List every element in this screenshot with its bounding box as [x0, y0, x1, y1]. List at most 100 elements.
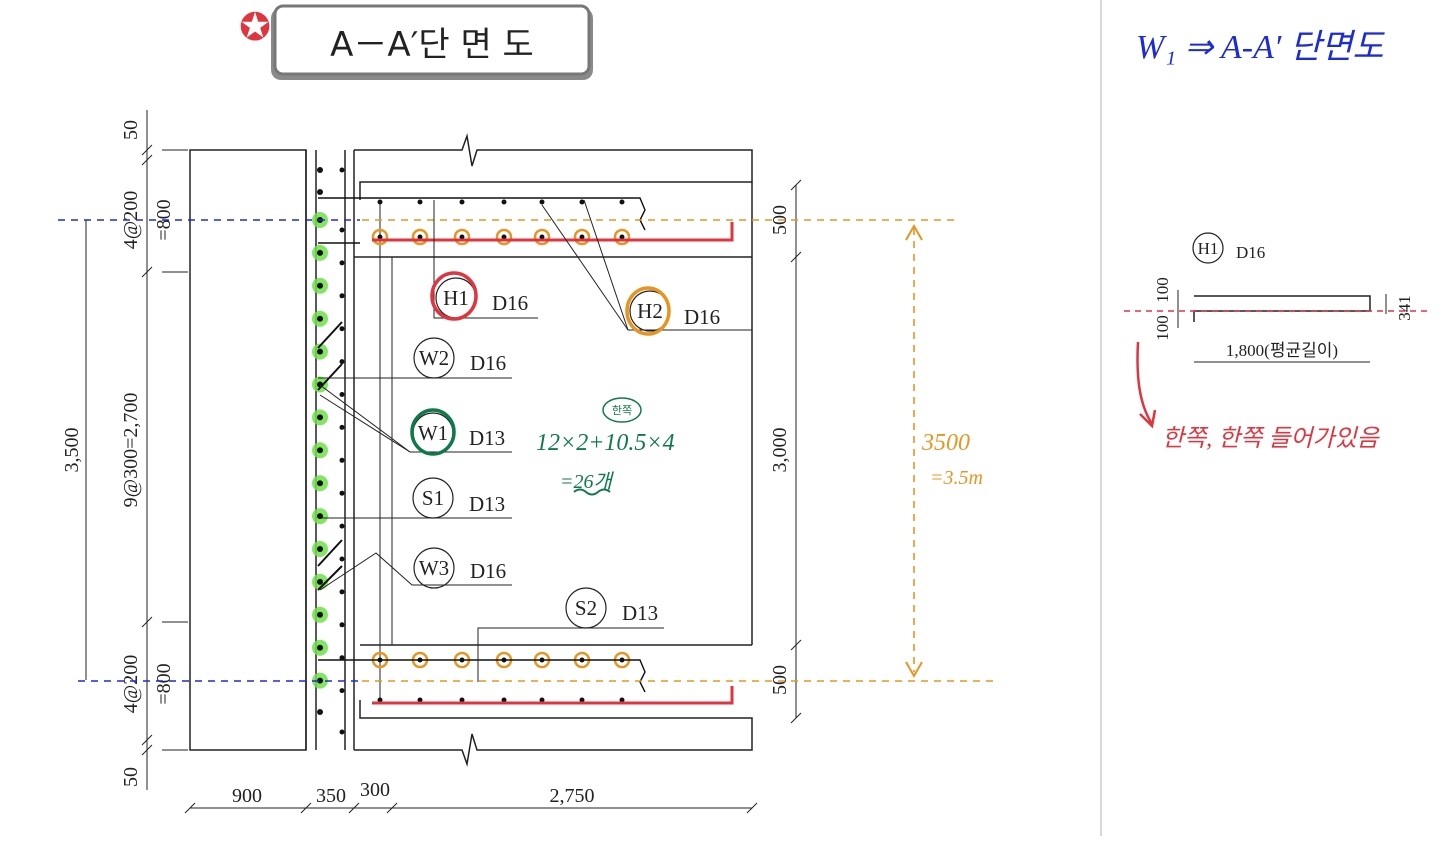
detail-mark-circle — [1192, 232, 1224, 264]
wall-tie-3 — [317, 565, 343, 591]
top-slab-bar-circle-3 — [495, 228, 513, 246]
top-slab-bar-circle-4 — [533, 228, 551, 246]
height-line-2: =3.5m — [930, 467, 983, 489]
bot-slab-lower-bar-5 — [579, 697, 585, 703]
leader-h1 — [433, 200, 538, 319]
w1-green-circle — [410, 408, 456, 456]
s2-size: D13 — [622, 601, 658, 625]
wall-bar-inner-10 — [339, 556, 345, 562]
wall-bar-inner-11 — [339, 589, 345, 595]
w2-mark-circle — [413, 337, 455, 379]
wall-bar-10 — [317, 546, 323, 552]
calc-underline — [573, 488, 611, 496]
top-slab-upper-bar-0 — [377, 199, 383, 205]
wall-bar-7 — [317, 447, 323, 454]
top-slab-bar-4 — [539, 234, 545, 240]
top-slab-bar-circle-0 — [371, 228, 389, 246]
wall-bar-top-a — [317, 167, 323, 173]
detail-dim-right: 341 — [1395, 295, 1414, 321]
dimension-lines — [85, 110, 797, 809]
dim-right-500-bot: 500 — [769, 665, 791, 695]
detail-dim-bot-100: 100 — [1153, 315, 1172, 341]
top-slab-upper-bar-3 — [501, 199, 507, 205]
orange-arrowheads — [905, 223, 923, 679]
arrowhead-down — [905, 661, 923, 679]
top-slab-bar-6 — [619, 234, 625, 240]
wall-bar-14 — [317, 677, 323, 684]
s1-mark-circle — [412, 477, 454, 519]
s2-mark: S2 — [575, 596, 597, 620]
wall-bar-2 — [317, 282, 323, 289]
wall-bar-inner-0 — [339, 227, 345, 233]
wall-bar-top-c — [339, 167, 345, 173]
s2-mark-circle — [565, 587, 607, 629]
tick-right-1 — [790, 251, 802, 263]
outer-wall — [189, 149, 307, 751]
bot-slab-outer — [354, 700, 753, 767]
s1-size: D13 — [469, 492, 505, 516]
height-line-1: 3500 — [921, 430, 970, 456]
bot-slab-lower-bar-6 — [619, 697, 625, 703]
w1-mark: W1 — [418, 421, 448, 445]
wall-bar-13 — [317, 644, 323, 651]
tick-bottom-1 — [300, 802, 312, 814]
detail-length: 1,800(평균길이) — [1226, 341, 1338, 360]
w1-size: D13 — [469, 426, 505, 450]
leader-h2b — [541, 204, 629, 331]
top-note: W₁ ⇒ A-A′ 단면도 — [1136, 29, 1385, 66]
calc-note-circle — [602, 397, 642, 423]
bot-slab-lower-bar-1 — [417, 697, 423, 703]
wall-bar-inner-6 — [339, 424, 345, 430]
red-arrow — [1136, 341, 1154, 425]
h2-mark: H2 — [637, 299, 663, 323]
tick-left-4 — [141, 734, 153, 746]
top-slab-upper-bar-1 — [417, 199, 423, 205]
top-slab-bar-2 — [459, 234, 465, 240]
dim-mid: 9@300=2,700 — [120, 393, 142, 508]
highlight-bars — [372, 222, 734, 705]
tick-left-0 — [141, 144, 153, 156]
tick-bottom-2 — [348, 802, 360, 814]
detail-mark: H1 — [1198, 239, 1219, 258]
top-slab-bar-circle-1 — [411, 228, 429, 246]
top-slab-bar-5 — [579, 234, 585, 240]
title-block: A－A′단 면 도 ✪ — [239, 4, 593, 80]
tick-right-2 — [790, 639, 802, 651]
wall-bar-12 — [317, 611, 323, 618]
tick-left-2 — [141, 266, 153, 278]
wall-bar-1 — [317, 249, 323, 256]
wall-bar-6 — [317, 414, 323, 421]
dim-top-50: 50 — [120, 120, 142, 140]
w2-size: D16 — [470, 351, 506, 375]
arrowhead-up — [905, 223, 923, 241]
top-red-bar — [372, 222, 734, 242]
wall-bar-bot-b — [339, 729, 345, 735]
dim-b-350: 350 — [316, 785, 346, 807]
detail-size: D16 — [1236, 243, 1265, 262]
bot-slab-upper-line — [318, 659, 646, 693]
wall-bar-inner-14 — [339, 688, 345, 694]
tick-bottom-4 — [746, 802, 758, 814]
wall-tie-1 — [317, 363, 343, 391]
dim-bot-50: 50 — [120, 767, 142, 787]
wall-bar-inner-8 — [339, 490, 345, 496]
wall-bar-4 — [317, 348, 323, 355]
bot-slab-lower-bar-2 — [459, 697, 465, 703]
w3-mark: W3 — [419, 556, 449, 580]
top-slab-outer — [354, 133, 753, 200]
top-slab-bar-circle-5 — [573, 228, 591, 246]
top-slab-bar-circle-2 — [453, 228, 471, 246]
hand-circles — [410, 271, 671, 456]
calc-note: 한쪽 — [612, 404, 632, 417]
top-slab-upper-line — [318, 197, 646, 231]
detail-bar-shape — [1193, 295, 1371, 322]
dim-bot-4at200: 4@200 — [120, 655, 142, 713]
h1-size: D16 — [492, 291, 528, 315]
detail-dim-top-100: 100 — [1153, 277, 1172, 303]
rebar-layer — [312, 167, 646, 735]
calc-line-1: 12×2+10.5×4 — [536, 430, 675, 456]
leader-w1b — [319, 394, 411, 453]
bar-marks: H1 D16 H2 D16 W2 D16 W1 D13 S1 D13 W3 D1… — [412, 277, 720, 629]
wall-bar-inner-13 — [339, 655, 345, 661]
